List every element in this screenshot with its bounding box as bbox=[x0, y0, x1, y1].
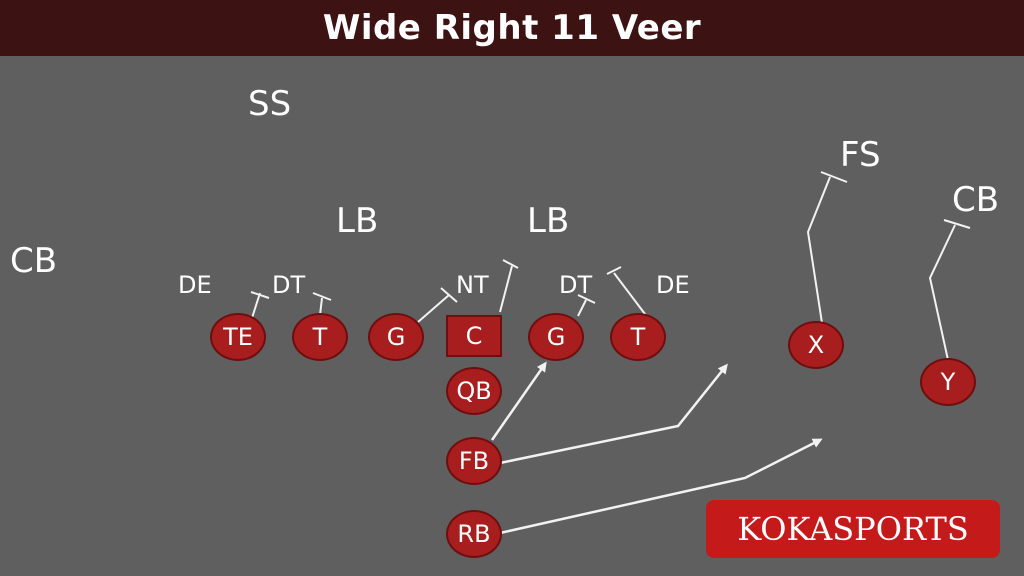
strong-safety-label: SS bbox=[248, 84, 292, 124]
nose-tackle-label: NT bbox=[456, 271, 489, 299]
right-defensive-end-label: DE bbox=[656, 271, 690, 299]
y-route-cap bbox=[943, 219, 971, 229]
lg-block-line bbox=[417, 294, 450, 323]
center-block-cap bbox=[502, 259, 519, 269]
running-back-player: RB bbox=[446, 510, 502, 558]
lt-block-line bbox=[319, 297, 323, 316]
x-receiver-player: X bbox=[788, 321, 844, 369]
x-route-line bbox=[806, 176, 831, 324]
rb-route bbox=[499, 438, 823, 535]
y-route-line bbox=[928, 224, 956, 361]
free-safety-label: FS bbox=[840, 135, 881, 175]
te-block-line bbox=[251, 292, 261, 319]
tight-end-player: TE bbox=[210, 313, 266, 361]
te-block-cap bbox=[250, 291, 270, 299]
fb-route-to-flat bbox=[499, 363, 728, 465]
fb-route-to-guard bbox=[490, 361, 547, 441]
fullback-player: FB bbox=[446, 437, 502, 485]
lg-block-cap bbox=[440, 287, 458, 303]
rt-block-line bbox=[613, 272, 649, 319]
brand-watermark: KOKASPORTS bbox=[706, 500, 1000, 558]
rg-block-line bbox=[577, 299, 587, 317]
left-cornerback-label: CB bbox=[10, 241, 58, 281]
right-defensive-tackle-label: DT bbox=[559, 271, 593, 299]
center-player: C bbox=[446, 315, 502, 357]
right-cornerback-label: CB bbox=[952, 180, 1000, 220]
left-defensive-tackle-label: DT bbox=[272, 271, 306, 299]
left-defensive-end-label: DE bbox=[178, 271, 212, 299]
right-guard-player: G bbox=[528, 313, 584, 361]
play-title: Wide Right 11 Veer bbox=[0, 0, 1024, 56]
center-block-line bbox=[499, 265, 513, 313]
right-linebacker-label: LB bbox=[527, 201, 570, 241]
right-tackle-player: T bbox=[610, 313, 666, 361]
quarterback-player: QB bbox=[446, 367, 502, 415]
rt-block-cap bbox=[606, 266, 622, 275]
x-route-cap bbox=[820, 171, 848, 183]
left-tackle-player: T bbox=[292, 313, 348, 361]
rg-block-cap bbox=[577, 294, 596, 304]
y-receiver-player: Y bbox=[920, 358, 976, 406]
left-linebacker-label: LB bbox=[336, 201, 379, 241]
left-guard-player: G bbox=[368, 313, 424, 361]
lt-block-cap bbox=[312, 292, 332, 301]
